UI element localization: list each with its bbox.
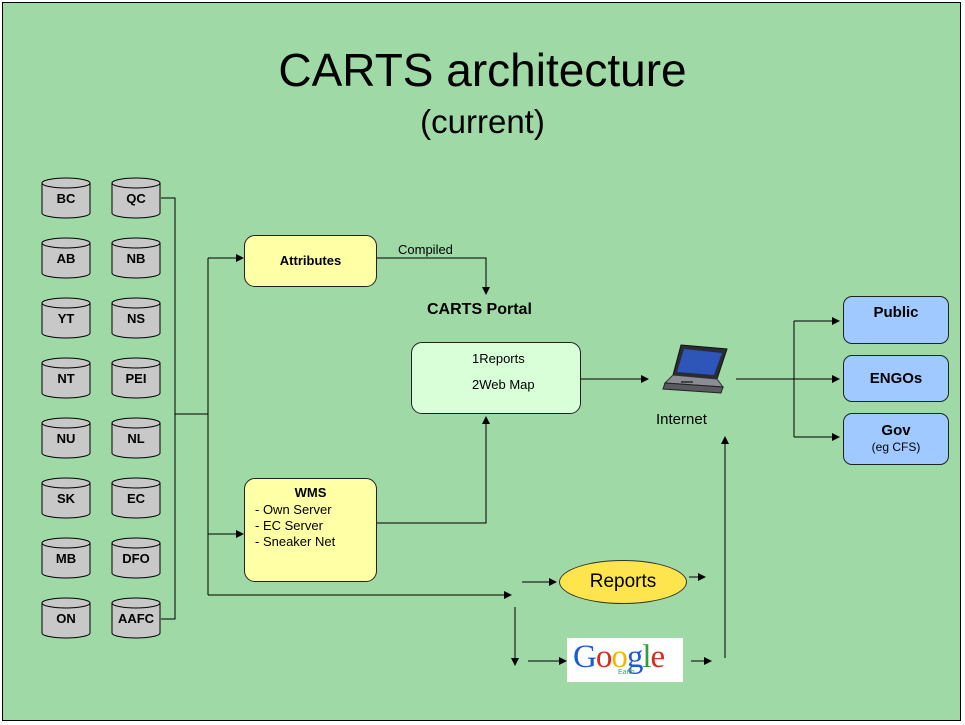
database-label: SK: [56, 491, 76, 506]
database-cylinder-icon: [41, 537, 91, 579]
database-cylinder-icon: [41, 597, 91, 639]
engos-box: ENGOs: [843, 355, 949, 402]
database-bracket: [161, 197, 176, 620]
google-letter: e: [650, 639, 666, 675]
google-letter: o: [611, 639, 627, 675]
database-mb: MB: [41, 537, 91, 579]
database-on: ON: [41, 597, 91, 639]
database-label: NL: [127, 431, 145, 446]
google-earth-sub: Earth: [618, 669, 635, 676]
laptop-icon: [662, 344, 728, 394]
wms-title: WMS: [294, 485, 327, 500]
gov-label: Gov: [881, 422, 911, 439]
google-earth-logo: Google Earth: [567, 638, 683, 682]
database-dfo: DFO: [111, 537, 161, 579]
database-cylinder-icon: [41, 417, 91, 459]
database-cylinder-icon: [111, 357, 161, 399]
wms-item: - Own Server: [255, 502, 332, 517]
database-cylinder-icon: [111, 477, 161, 519]
database-cylinder-icon: [111, 597, 161, 639]
google-letter: g: [626, 639, 643, 675]
database-aafc: AAFC: [111, 597, 161, 639]
database-label: YT: [57, 311, 75, 326]
database-cylinder-icon: [111, 177, 161, 219]
connector-lines: [161, 197, 840, 666]
database-label: AB: [56, 251, 76, 266]
database-cylinder-icon: [111, 297, 161, 339]
database-cylinder-icon: [111, 537, 161, 579]
database-label: EC: [126, 491, 146, 506]
database-cylinder-icon: [41, 297, 91, 339]
portal-box: 1Reports 2Web Map: [411, 342, 581, 414]
database-nl: NL: [111, 417, 161, 459]
database-nb: NB: [111, 237, 161, 279]
database-sk: SK: [41, 477, 91, 519]
database-label: PEI: [125, 371, 147, 386]
database-label: QC: [126, 191, 146, 206]
wms-to-portal-arrow: [377, 416, 490, 524]
database-ec: EC: [111, 477, 161, 519]
gov-sub-label: (eg CFS): [871, 440, 921, 454]
slide-subtitle: (current): [420, 103, 545, 140]
database-label: MB: [55, 551, 77, 566]
database-pei: PEI: [111, 357, 161, 399]
public-box: Public: [843, 296, 949, 344]
gov-box: Gov (eg CFS): [843, 413, 949, 465]
database-label: ON: [56, 611, 76, 626]
database-label: DFO: [122, 551, 150, 566]
portal-item-reports: 1Reports: [472, 351, 525, 366]
database-label: NT: [57, 371, 75, 386]
wms-item: - EC Server: [255, 518, 323, 533]
database-label: NS: [126, 311, 146, 326]
internet-label: Internet: [656, 411, 707, 428]
public-label: Public: [873, 304, 919, 321]
attributes-to-portal-arrow: [377, 257, 490, 295]
database-label: BC: [56, 191, 76, 206]
database-ns: NS: [111, 297, 161, 339]
compiled-label: Compiled: [398, 242, 453, 257]
google-letter: G: [573, 639, 597, 675]
portal-item-web-map: 2Web Map: [472, 377, 535, 392]
slide-title: CARTS architecture: [278, 44, 687, 96]
database-label: AAFC: [117, 611, 155, 626]
database-nu: NU: [41, 417, 91, 459]
reports-oval: Reports: [559, 560, 687, 604]
database-cylinder-icon: [111, 237, 161, 279]
database-cylinder-icon: [41, 177, 91, 219]
database-ab: AB: [41, 237, 91, 279]
attributes-box: Attributes: [244, 235, 377, 287]
database-cylinder-icon: [41, 477, 91, 519]
database-nt: NT: [41, 357, 91, 399]
wms-list: - Own Server - EC Server - Sneaker Net: [245, 502, 376, 550]
portal-title: CARTS Portal: [427, 301, 532, 318]
database-yt: YT: [41, 297, 91, 339]
wms-item: - Sneaker Net: [255, 534, 336, 549]
google-letter: o: [595, 639, 612, 675]
google-earth-wordmark: Google: [573, 639, 666, 676]
database-qc: QC: [111, 177, 161, 219]
google-letter: l: [642, 639, 651, 675]
database-cylinder-icon: [41, 237, 91, 279]
database-label: NB: [126, 251, 146, 266]
database-label: NU: [56, 431, 76, 446]
database-cylinder-icon: [41, 357, 91, 399]
wms-box: WMS - Own Server - EC Server - Sneaker N…: [244, 478, 377, 582]
engos-label: ENGOs: [869, 370, 923, 387]
database-bc: BC: [41, 177, 91, 219]
database-cylinder-icon: [111, 417, 161, 459]
